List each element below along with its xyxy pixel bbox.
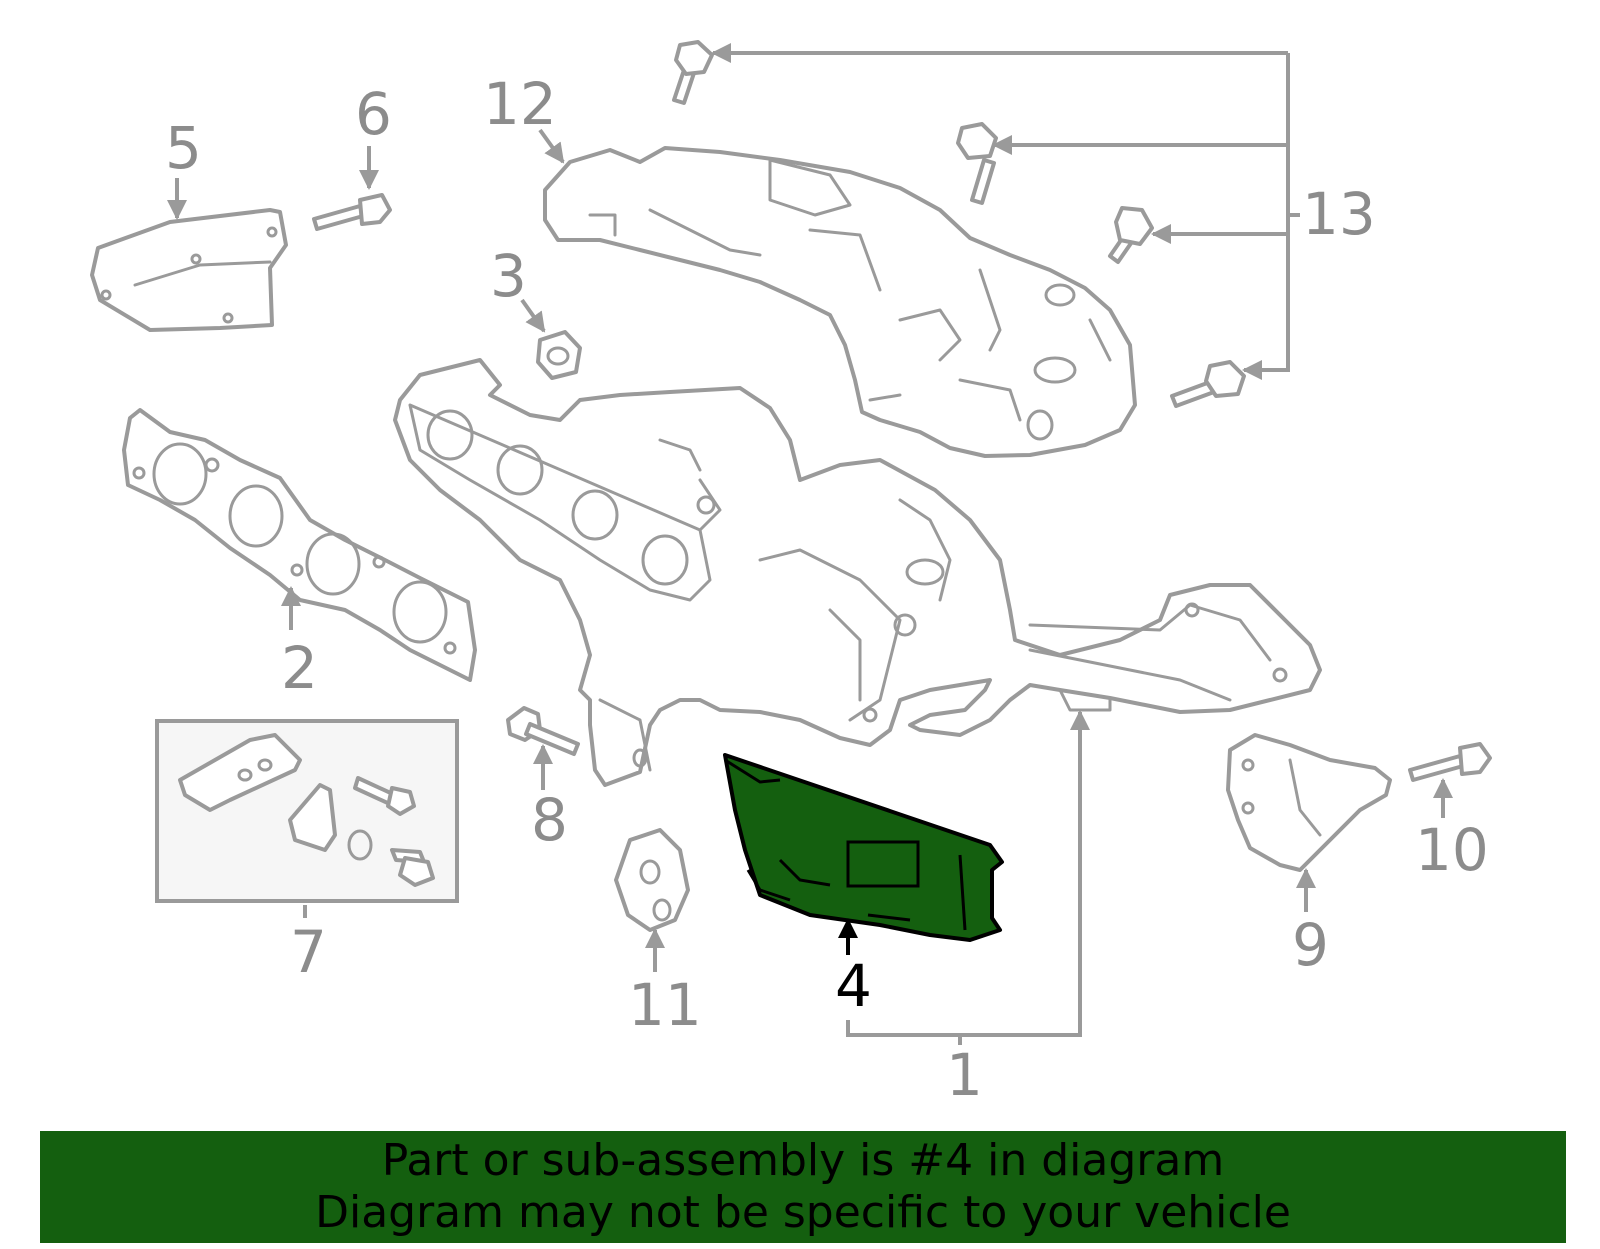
leader-13-main xyxy=(1242,53,1290,380)
callout-4: 4 xyxy=(835,952,872,1020)
info-banner: Part or sub-assembly is #4 in diagram Di… xyxy=(40,1131,1566,1243)
part-13-bolts xyxy=(672,40,1246,408)
banner-line-2: Diagram may not be specific to your vehi… xyxy=(315,1187,1291,1238)
part-11-rubber-mount xyxy=(614,828,690,932)
callout-12: 12 xyxy=(483,70,557,138)
part-10-bolt xyxy=(1408,742,1492,782)
leader-lines xyxy=(167,43,1453,1045)
banner-line-1: Part or sub-assembly is #4 in diagram xyxy=(381,1135,1225,1186)
part-5-bracket xyxy=(90,208,288,332)
part-4-lower-heat-shield xyxy=(723,753,1004,942)
part-6-bolt xyxy=(312,193,392,231)
callout-8: 8 xyxy=(531,786,568,854)
leader-12 xyxy=(538,128,565,164)
callout-10: 10 xyxy=(1415,816,1489,884)
part-7-kit-box xyxy=(155,719,459,903)
callout-2: 2 xyxy=(281,634,318,702)
part-8-bolt xyxy=(506,706,580,756)
part-3-nut xyxy=(536,330,582,380)
part-4-panel xyxy=(846,840,920,888)
callout-1: 1 xyxy=(946,1041,983,1109)
callout-5: 5 xyxy=(165,114,202,182)
leader-3 xyxy=(520,298,546,333)
callout-3: 3 xyxy=(490,242,527,310)
part-9-bracket xyxy=(1226,733,1392,872)
callout-11: 11 xyxy=(628,971,702,1039)
callout-9: 9 xyxy=(1292,911,1329,979)
part-12-upper-heat-shield xyxy=(543,146,1137,458)
callout-7: 7 xyxy=(290,918,327,986)
callout-6: 6 xyxy=(355,80,392,148)
leader-1 xyxy=(846,710,1090,1037)
callout-13: 13 xyxy=(1302,180,1376,248)
part-1-exhaust-manifold xyxy=(393,358,1322,787)
part-2-gasket xyxy=(122,408,477,682)
callout-labels: 5 6 12 3 13 2 8 7 11 1 9 10 4 xyxy=(165,70,1489,1109)
